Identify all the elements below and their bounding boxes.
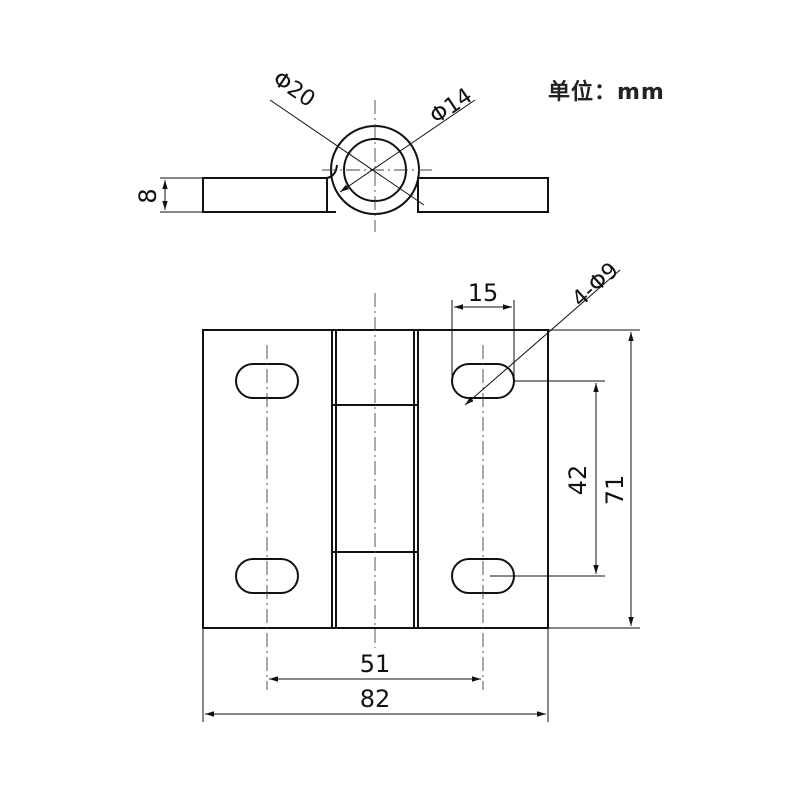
holes-label: 4-Φ9	[568, 258, 624, 312]
plate-outline	[202, 329, 549, 629]
vertical-pitch-label: 42	[564, 465, 592, 496]
side-view-plate-right	[417, 177, 549, 213]
width-label: 82	[360, 685, 391, 713]
inner-diameter-label: Φ14	[426, 84, 478, 130]
front-view: 15 4-Φ9 42 71 51 82	[202, 258, 640, 722]
phi14-leader	[339, 99, 476, 193]
thickness-label: 8	[134, 188, 162, 203]
knuckle-leaf-join	[326, 164, 338, 179]
height-label: 71	[601, 475, 629, 506]
phi20-leader	[269, 99, 425, 206]
slot-spacing-label: 15	[468, 279, 499, 307]
horizontal-pitch-label: 51	[360, 650, 391, 678]
holes-leader	[464, 269, 621, 406]
unit-label: 单位：mm	[548, 80, 665, 105]
side-view-plate	[202, 177, 328, 213]
side-view: 8 Φ20 Φ14	[134, 67, 549, 232]
outer-diameter-label: Φ20	[268, 67, 320, 113]
